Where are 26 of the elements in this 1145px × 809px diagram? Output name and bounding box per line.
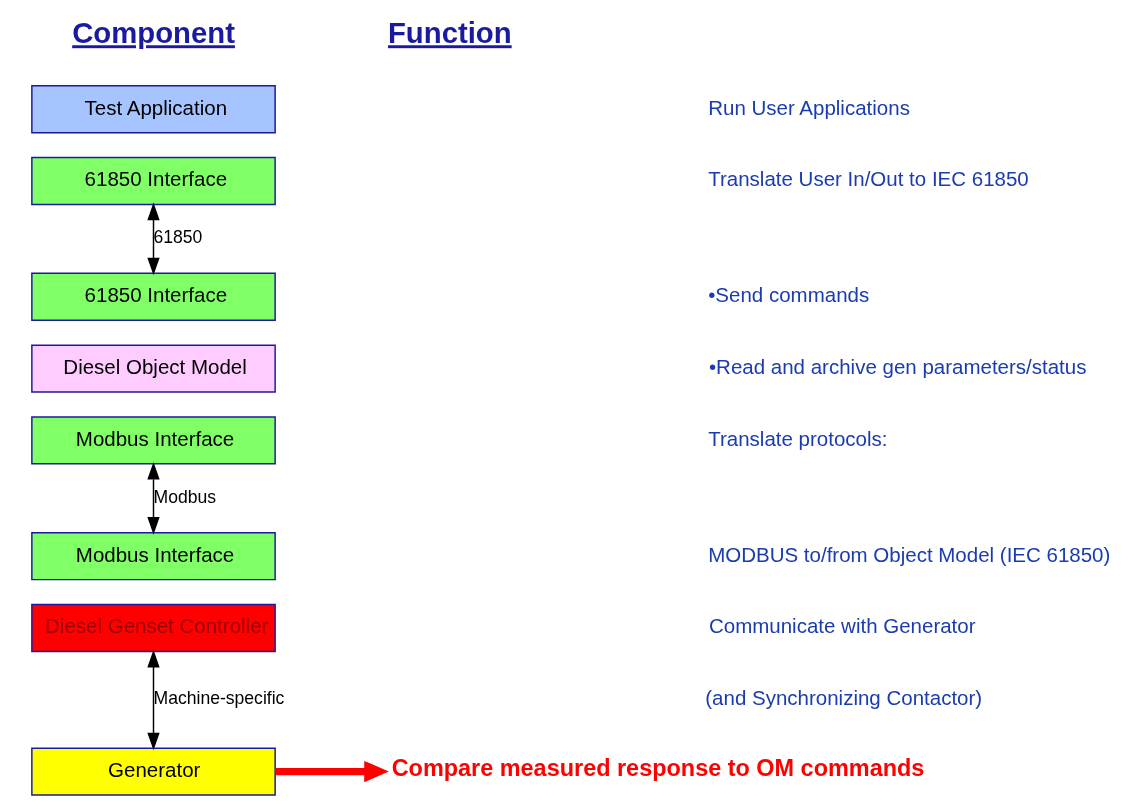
node-box: 61850 Interface <box>30 272 276 321</box>
node-box: Modbus Interface <box>30 416 276 465</box>
node-text: Compare measured response to OM commands <box>391 754 924 781</box>
node-box: Diesel Genset Controller <box>30 603 276 653</box>
node-box: 61850 Interface <box>30 156 276 206</box>
arrow <box>146 649 160 751</box>
label: Translate protocols: <box>707 426 887 450</box>
node-box: Modbus Interface <box>30 532 276 581</box>
edge-label: Machine-specific <box>153 688 284 709</box>
label: •Send commands <box>707 283 869 307</box>
arrow <box>146 202 160 276</box>
label: Run User Applications <box>707 95 910 119</box>
arrow <box>274 760 389 783</box>
arrow <box>146 461 160 535</box>
node-box: Diesel Object Model <box>30 344 276 393</box>
edge-label: 61850 <box>153 227 202 248</box>
label: MODBUS to/from Object Model (IEC 61850) <box>707 542 1110 566</box>
node-box: Generator <box>30 747 276 796</box>
node-box: Test Application <box>30 85 276 134</box>
edge-label: Modbus <box>153 486 216 507</box>
label: Function <box>387 16 512 50</box>
label: •Read and archive gen parameters/status <box>708 355 1086 379</box>
label: Translate User In/Out to IEC 61850 <box>707 167 1029 191</box>
label: (and Synchronizing Contactor) <box>704 686 982 710</box>
label: Communicate with Generator <box>708 614 976 638</box>
label: Component <box>71 16 235 50</box>
